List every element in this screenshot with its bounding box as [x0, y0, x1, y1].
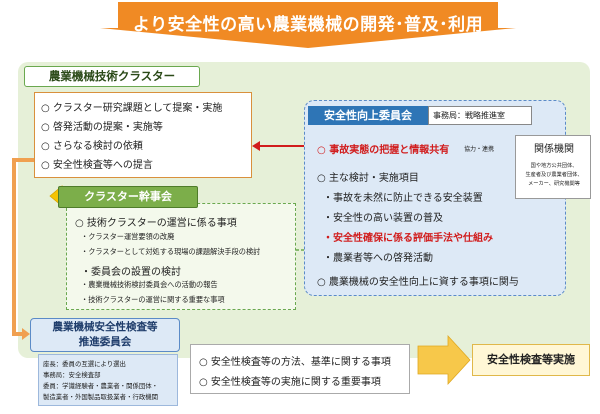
inspection-items-box: ○ 安全性検査等の方法、基準に関する事項 ○ 安全性検査等の実施に関する重要事項 — [190, 344, 410, 394]
safety-secretariat: 事務局：戦略推進室 — [428, 106, 532, 125]
list-item: ・事故を未然に防止できる安全装置 — [323, 193, 483, 204]
list-item: ○ 事故実態の把握と情報共有 — [317, 145, 450, 156]
list-item: ○ 安全性検査等への提言 — [41, 160, 153, 171]
list-item: ・技術クラスターの運営に関する重要な事項 — [81, 295, 225, 304]
cluster-title: 農業機械技術クラスター — [24, 66, 200, 87]
banner-title: より安全性の高い農業機械の開発･普及･利用 — [132, 15, 484, 35]
inspection-title-line2: 推進委員会 — [78, 336, 132, 348]
agency-title: 関係機関 — [534, 144, 574, 155]
kanji-committee-title: クラスター幹事会 — [58, 186, 198, 208]
kanji-committee-box: ○ 技術クラスターの運営に係る事項 ・クラスター運営要領の改廃 ・クラスターとし… — [66, 203, 296, 310]
list-item: ・農業機械技術検討委員会への活動の報告 — [81, 280, 218, 289]
list-item: ・安全性の高い装置の普及 — [323, 213, 443, 224]
list-item: ・農業者等への啓発活動 — [323, 253, 433, 264]
list-item: ・クラスター運営要領の改廃 — [81, 232, 175, 241]
list-item: ○ クラスター研究課題として提案・実施 — [41, 103, 223, 114]
list-item: ・クラスターとして対処する現場の課題解決手段の検討 — [81, 247, 261, 256]
list-item: ・安全性確保に係る評価手法や仕組み — [323, 233, 493, 244]
agency-note: 国や地方公共団体、 — [530, 163, 578, 169]
inspection-members-box: 座長：委員の互選により選出 事務局：安全検査部 委員：学識経験者・農業者・関係団… — [38, 354, 178, 406]
member-line: 座長：委員の互選により選出 — [43, 360, 126, 368]
agency-note: 生産者及び農業者団体、 — [525, 172, 583, 178]
list-item: ○ 主な検討・実施項目 — [317, 173, 419, 184]
list-item: ・委員会の設置の検討 — [81, 267, 181, 278]
list-item: ○ 技術クラスターの運営に係る事項 — [75, 218, 237, 229]
cooperation-label: 協力・連携 — [463, 146, 494, 153]
cluster-to-inspection-line — [12, 158, 34, 336]
related-agencies-box: 関係機関 国や地方公共団体、 生産者及び農業者団体、 メーカー、研究機関等 — [515, 135, 591, 199]
inspection-title-line1: 農業機械安全性検査等 — [52, 321, 158, 333]
inspection-arrowhead — [22, 328, 30, 340]
cluster-activity-list: ○ クラスター研究課題として提案・実施 ○ 啓発活動の提案・実施等 ○ さらなる… — [34, 92, 252, 178]
list-item: ○ 安全性検査等の方法、基準に関する事項 — [199, 357, 391, 368]
list-item: ○ 安全性検査等の実施に関する重要事項 — [199, 377, 381, 388]
member-line: 事務局：安全検査部 — [43, 371, 101, 379]
result-box: 安全性検査等実施 — [472, 344, 590, 376]
list-item: ○ さらなる検討の依頼 — [41, 141, 143, 152]
agency-note: メーカー、研究機関等 — [528, 181, 580, 187]
member-line: 製造業者・外国製品取扱業者・行政機関 — [43, 393, 159, 401]
to-result-arrow — [417, 334, 471, 386]
safety-committee-title: 安全性向上委員会 — [308, 106, 428, 125]
list-item: ○ 農業機械の安全性向上に資する事項に関与 — [317, 277, 519, 288]
list-item: ○ 啓発活動の提案・実施等 — [41, 122, 163, 133]
member-line: 委員：学識経験者・農業者・関係団体・ — [43, 382, 159, 390]
request-arrowhead — [252, 141, 260, 151]
banner-arrow-shape — [100, 2, 516, 48]
inspection-committee-title: 農業機械安全性検査等 推進委員会 — [30, 318, 180, 352]
top-banner-arrow: より安全性の高い農業機械の開発･普及･利用 — [98, 2, 518, 48]
